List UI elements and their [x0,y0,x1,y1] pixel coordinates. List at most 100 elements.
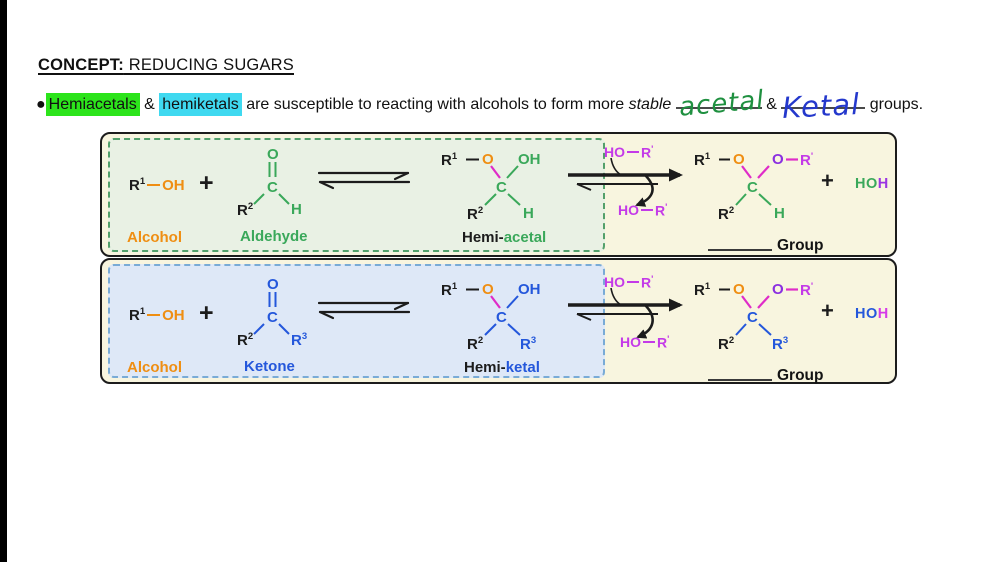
sentence-text: & [139,96,160,113]
group-blank-line [708,379,772,381]
hemiketal-structure: R1 O OH C R2 R3 [441,280,557,352]
bond [253,193,265,205]
o-atom: O [267,146,279,163]
bond [484,323,497,336]
bonds-svg [466,288,521,336]
bond [741,165,752,179]
bond [507,193,521,206]
bond [757,165,770,179]
oh-atom: OH [162,306,185,324]
r2-atom: R2 [467,205,484,223]
water-formula-row1: HOH [855,176,889,192]
forward-reaction-arrows [568,287,683,339]
arrow-barb [393,171,410,181]
ho-text: HO [620,334,641,351]
r2-atom: R2 [237,331,254,349]
leaving-curved-arrow [635,174,654,207]
r1-atom: R1 [441,281,458,299]
plus-sign: + [199,169,214,197]
ho-text: HO [604,144,625,161]
equilibrium-arrows [318,301,410,320]
hemiketal-subpanel [108,264,605,378]
sentence-text: are susceptible to reacting with alcohol… [241,96,629,113]
bonds-svg [253,162,290,205]
o-atom: O [733,151,745,168]
r1-atom: R1 [129,306,146,324]
bond [735,193,747,206]
group-blank-line [708,249,772,251]
arrow-barb [318,180,335,190]
o-atom: O [482,281,494,298]
title-concept: CONCEPT: [38,56,124,74]
reverse-arrow-barb [576,313,592,321]
r-prime: R' [657,334,670,351]
reverse-arrow-barb [576,183,592,191]
group-label-row1: Group [777,237,824,254]
r3-atom: R3 [291,331,308,349]
alcohol-reagent-top: HO R' [604,275,653,290]
ho-text: HO [604,274,625,291]
bond [506,165,519,179]
blank-acetal: acetal [675,85,765,123]
o-prime-atom: O [772,281,784,298]
group-label-row2: Group [777,367,824,384]
r2-atom: R2 [718,335,735,353]
bond [278,193,290,205]
oh-atom: OH [518,281,541,298]
ketal-structure: R1 O O R' C R2 R3 [694,280,828,353]
bond [253,323,265,335]
highlight-hemiacetals: Hemiacetals [45,93,140,116]
c-atom: C [496,309,507,326]
h-atom: H [523,205,534,222]
o-atom: O [733,281,745,298]
r1-atom: R1 [129,176,146,194]
ketone-structure: O C R2 R3 [233,276,317,348]
bond [758,193,772,206]
equilibrium-arrows [318,171,410,190]
bond [147,313,161,317]
bond [490,165,501,179]
r1-atom: R1 [441,151,458,169]
bonds-svg [719,158,798,206]
alcohol-label-row2: Alcohol [127,359,182,376]
c-atom: C [747,179,758,196]
plus-sign: + [199,299,214,327]
r2-atom: R2 [237,201,254,219]
bullet-dot: ● [36,96,46,113]
reagent-connector [610,157,622,176]
o-atom: O [267,276,279,293]
title-topic: REDUCING SUGARS [123,56,294,74]
r-prime: R' [641,274,654,291]
r3-atom: R3 [772,335,789,353]
ketone-label: Ketone [244,358,295,375]
r2-atom: R2 [718,205,735,223]
bonds-svg [719,288,798,336]
blank-ketal: Ketal [781,87,866,125]
left-edge-bar [0,0,7,562]
bond [484,193,497,206]
alcohol-reagent-bottom: HO R' [618,203,667,218]
arrow-barb [318,310,335,320]
sentence-text: & [761,96,782,113]
reagent-connector [610,287,622,306]
r-prime-atom: R' [800,281,814,299]
r-prime: R' [655,202,668,219]
leaving-curved-arrow [636,304,654,339]
h-atom: H [291,201,302,218]
handwritten-ketal: Ketal [781,86,862,126]
bond [627,281,639,284]
arrow-barb [393,301,410,311]
hemiacetal-subpanel [108,138,605,252]
oh-atom: OH [518,151,541,168]
bullet-sentence: ●Hemiacetals & hemiketals are susceptibl… [36,85,923,125]
bond [490,295,501,309]
alcohol-label-row1: Alcohol [127,229,182,246]
hemiacetal-structure: R1 O OH C R2 H [441,150,557,223]
plus-sign: + [821,168,834,193]
bond [641,209,653,212]
page-title: CONCEPT: REDUCING SUGARS [38,56,294,75]
bond [278,323,290,335]
ho-text: HO [618,202,639,219]
c-atom: C [747,309,758,326]
